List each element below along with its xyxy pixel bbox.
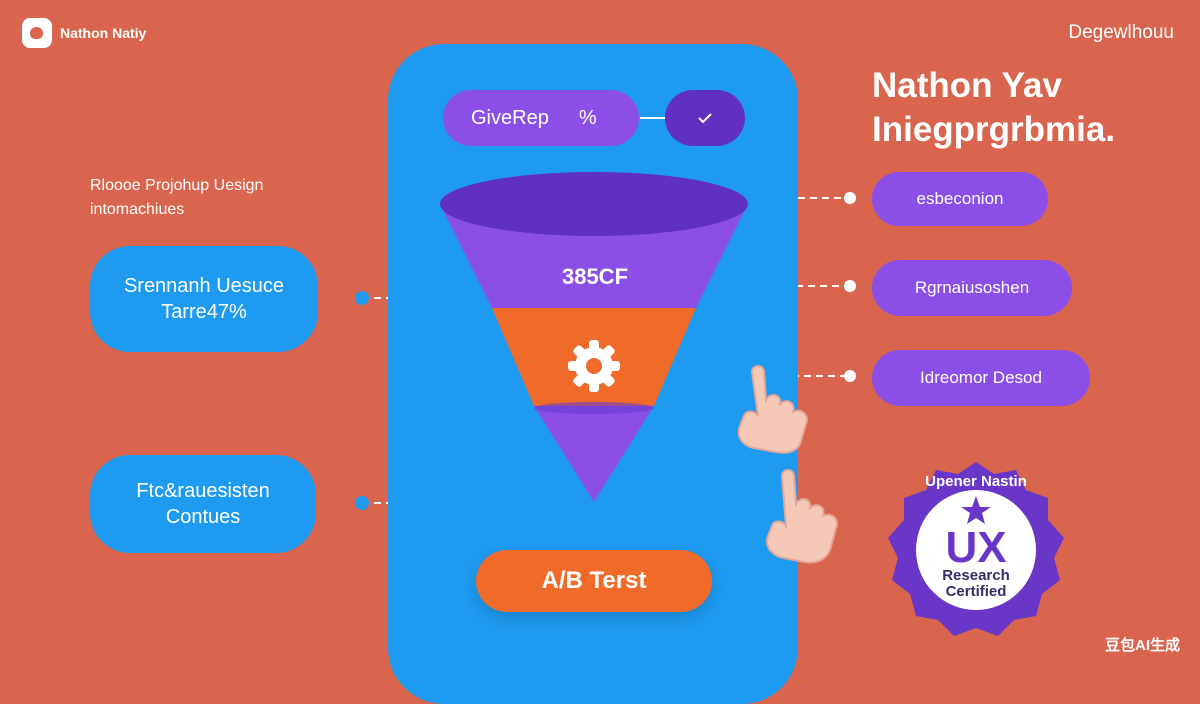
funnel bbox=[440, 172, 748, 502]
watermark: 豆包AI生成 bbox=[1104, 637, 1180, 654]
brand-name: Degewlhouu bbox=[1068, 22, 1174, 43]
ux-certified-badge: Upener Nastin UX Research Certified bbox=[888, 462, 1064, 636]
headline-line-1: Nathon Yav bbox=[872, 66, 1062, 105]
headline-line-2: Iniegprgrbmia. bbox=[872, 110, 1116, 149]
ab-test-button[interactable]: A/B Terst bbox=[476, 550, 712, 612]
left-card-2[interactable]: Ftc&rauesisten Contues bbox=[90, 455, 316, 553]
giverep-label: GiveRep bbox=[471, 106, 549, 129]
headline: Nathon Yav Iniegprgrbmia. bbox=[872, 64, 1115, 152]
app-logo[interactable]: Nathon Natiy bbox=[22, 18, 146, 48]
description-line-2: intomachiues bbox=[90, 201, 185, 218]
giverep-pill[interactable]: GiveRep % bbox=[443, 90, 639, 146]
left-card-2-line-2: Contues bbox=[165, 506, 241, 528]
gear-icon bbox=[568, 340, 620, 392]
description-line-1: Rloooe Projohup Uesign bbox=[90, 177, 264, 194]
funnel-rim bbox=[440, 172, 748, 236]
funnel-bottom-segment bbox=[534, 406, 654, 502]
description: Rloooe Projohup Uesign intomachiues bbox=[90, 174, 263, 222]
check-button[interactable] bbox=[665, 90, 745, 146]
right-pill-1[interactable]: esbeconion bbox=[872, 172, 1048, 226]
logo-icon bbox=[22, 18, 52, 48]
funnel-value: 385CF bbox=[561, 264, 629, 289]
badge-arc-text: Upener Nastin bbox=[925, 473, 1027, 490]
pointing-hand-icon bbox=[766, 469, 838, 564]
left-card-1-line-1: Srennanh Uesuce bbox=[123, 275, 285, 297]
right-pill-3[interactable]: Idreomor Desod bbox=[872, 350, 1090, 406]
left-card-1-line-2: Tarre47% bbox=[161, 301, 247, 323]
logo-text: Nathon Natiy bbox=[60, 25, 147, 41]
badge-line-2: Certified bbox=[946, 583, 1007, 600]
pill-connector bbox=[640, 117, 676, 119]
pointing-hand-icon bbox=[737, 365, 808, 454]
percent-label: % bbox=[578, 106, 597, 129]
right-pill-2[interactable]: Rgrnaiusoshen bbox=[872, 260, 1072, 316]
badge-line-1: Research bbox=[942, 567, 1010, 584]
badge-ux-text: UX bbox=[945, 523, 1006, 572]
star-icon bbox=[961, 496, 991, 524]
left-card-2-line-1: Ftc&rauesisten bbox=[136, 480, 270, 502]
check-icon bbox=[698, 113, 712, 124]
left-card-1[interactable]: Srennanh Uesuce Tarre47% bbox=[90, 246, 318, 352]
